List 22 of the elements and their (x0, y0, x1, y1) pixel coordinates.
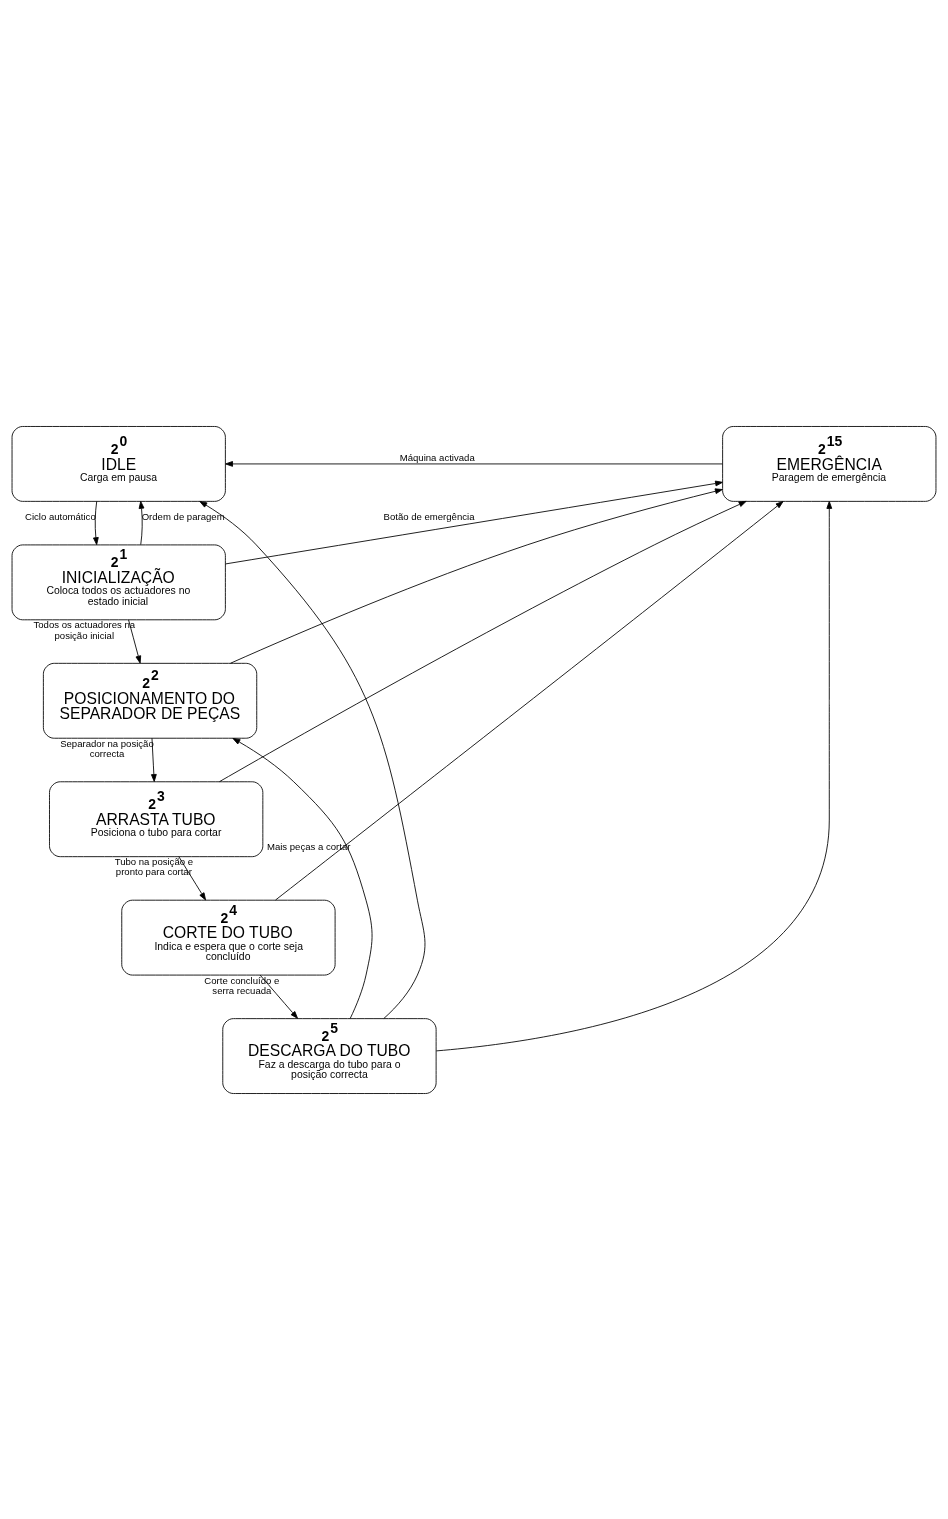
edge-label: Ordem de paragem (141, 510, 225, 522)
edge-label: Corte concluído e serra recuada (204, 974, 280, 996)
arrow (435, 500, 833, 1051)
arrow (219, 500, 747, 782)
arrow (151, 737, 157, 782)
arrow (224, 480, 723, 564)
arrow (230, 487, 723, 664)
edge-label: Botão de emergência (383, 510, 475, 522)
arrow (93, 500, 99, 545)
arrow (232, 737, 373, 1019)
arrow (259, 974, 298, 1019)
arrow (225, 460, 723, 467)
arrow (128, 618, 142, 663)
arrow (275, 500, 784, 900)
edge-label: Ciclo automático (25, 510, 96, 522)
edge-label: Máquina activada (399, 451, 475, 463)
edge-label: Todos os actuadores na posição inicial (33, 618, 136, 641)
edge-label: Separador na posição correcta (60, 737, 154, 759)
arrow (199, 500, 426, 1019)
arrow (138, 500, 145, 545)
edge-label: Tubo na posição e pronto para cortar (114, 855, 194, 877)
arrow (178, 855, 207, 900)
